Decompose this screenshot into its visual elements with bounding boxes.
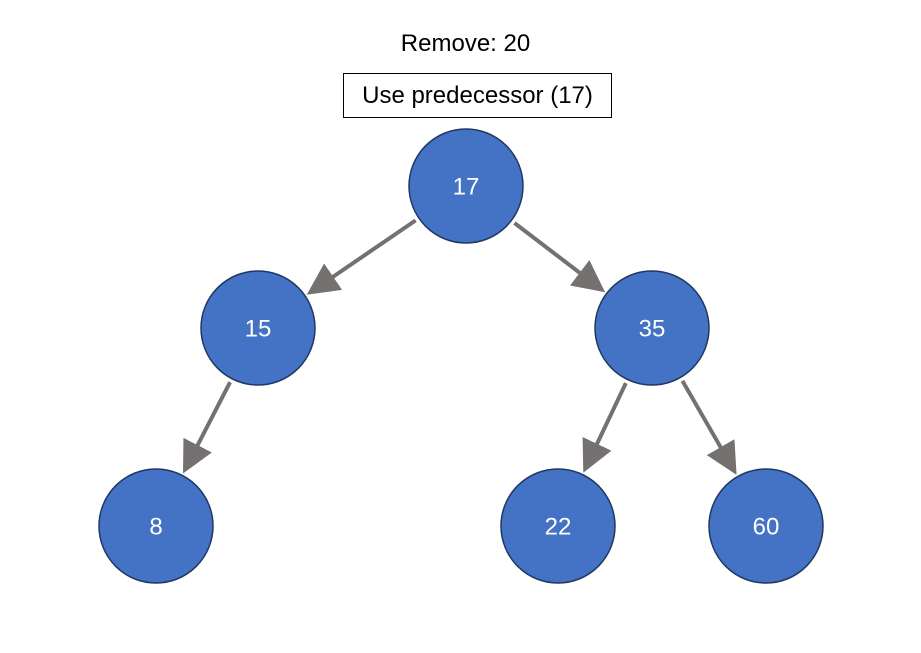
node-circle: [408, 128, 524, 244]
edge-arrow-15-to-8: [183, 381, 232, 474]
strategy-caption-text: Use predecessor (17): [362, 81, 593, 109]
edge-arrow-17-to-15: [306, 218, 417, 295]
operation-title: Remove: 20: [400, 30, 531, 57]
node-circle: [200, 270, 316, 386]
node-circle: [594, 270, 710, 386]
edges-layer: [183, 218, 737, 475]
tree-node-60: 60: [708, 468, 824, 584]
node-label: 15: [245, 316, 272, 343]
node-label: 35: [639, 316, 666, 343]
strategy-caption-box: Use predecessor (17): [343, 73, 612, 118]
node-circle: [500, 468, 616, 584]
tree-node-22: 22: [500, 468, 616, 584]
node-circle: [708, 468, 824, 584]
node-label: 22: [545, 514, 572, 541]
node-label: 8: [149, 514, 162, 541]
tree-node-35: 35: [594, 270, 710, 386]
edge-arrow-35-to-60: [680, 379, 737, 475]
node-circle: [98, 468, 214, 584]
edge-arrow-35-to-22: [582, 382, 628, 473]
edge-arrow-17-to-35: [513, 221, 606, 293]
node-label: 17: [453, 174, 480, 201]
tree-node-17: 17: [408, 128, 524, 244]
nodes-layer: 17 15 35 8 22 60: [98, 128, 824, 584]
node-label: 60: [753, 514, 780, 541]
tree-node-15: 15: [200, 270, 316, 386]
tree-node-8: 8: [98, 468, 214, 584]
